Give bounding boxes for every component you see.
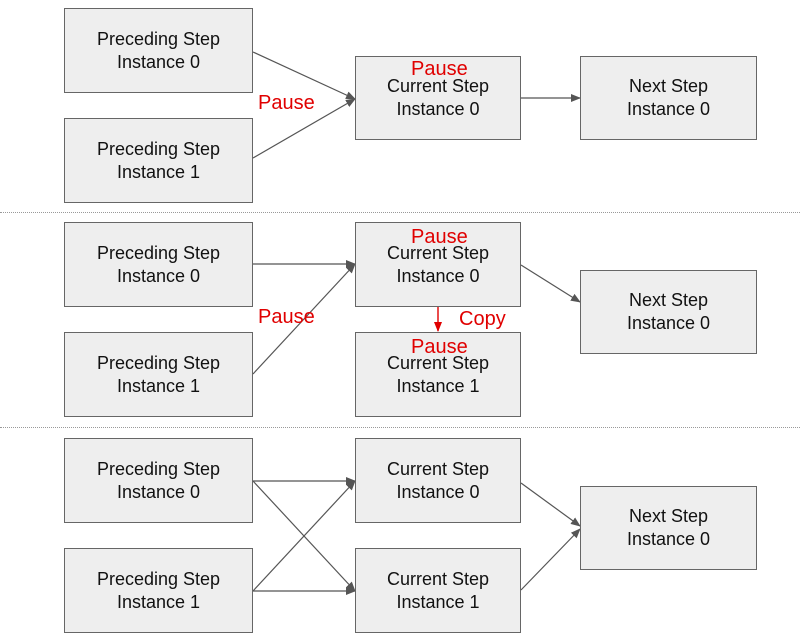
arrow-p3-cur1-to-next xyxy=(520,528,581,591)
pause-label-panel2-preceding: Pause xyxy=(258,306,315,328)
pause-label-panel2-current-1: Pause xyxy=(411,336,468,358)
arrow-p1-pre1-to-cur0 xyxy=(252,98,356,159)
panel3-preceding-step-1: Preceding Step Instance 1 xyxy=(64,548,253,633)
panel2-current-step-0: Current Step Instance 0 xyxy=(355,222,521,307)
pause-label-panel1-preceding: Pause xyxy=(258,92,315,114)
box-instance: Instance 1 xyxy=(116,375,201,396)
box-instance: Instance 0 xyxy=(396,99,480,119)
box-instance: Instance 1 xyxy=(116,591,201,612)
box-instance: Instance 0 xyxy=(116,51,201,72)
box-instance: Instance 0 xyxy=(626,99,711,119)
panel-divider-2 xyxy=(0,427,800,428)
panel2-next-step: Next Step Instance 0 xyxy=(580,270,757,354)
box-title: Current Step xyxy=(386,242,490,263)
box-instance: Instance 0 xyxy=(116,265,201,286)
box-title: Next Step xyxy=(628,290,709,310)
box-title: Preceding Step xyxy=(96,242,221,263)
box-instance: Instance 0 xyxy=(116,481,201,502)
panel2-preceding-step-1: Preceding Step Instance 1 xyxy=(64,332,253,417)
box-instance: Instance 0 xyxy=(396,265,480,286)
box-title: Preceding Step xyxy=(96,352,221,373)
copy-label: Copy xyxy=(459,308,506,330)
box-title: Preceding Step xyxy=(96,458,221,479)
panel2-current-step-1: Current Step Instance 1 xyxy=(355,332,521,417)
box-instance: Instance 0 xyxy=(626,529,711,549)
panel2-preceding-step-0: Preceding Step Instance 0 xyxy=(64,222,253,307)
panel1-next-step: Next Step Instance 0 xyxy=(580,56,757,140)
arrow-p3-cur0-to-next xyxy=(520,482,581,527)
box-instance: Instance 1 xyxy=(396,591,480,612)
box-instance: Instance 1 xyxy=(396,375,480,396)
panel3-next-step: Next Step Instance 0 xyxy=(580,486,757,570)
pause-label-panel2-current-0: Pause xyxy=(411,226,468,248)
panel3-preceding-step-0: Preceding Step Instance 0 xyxy=(64,438,253,523)
pause-label-panel1-current: Pause xyxy=(411,58,468,80)
box-instance: Instance 1 xyxy=(116,161,201,182)
box-instance: Instance 0 xyxy=(626,313,711,333)
panel1-preceding-step-1: Preceding Step Instance 1 xyxy=(64,118,253,203)
box-title: Preceding Step xyxy=(96,138,221,159)
arrow-p2-pre1-to-cur0 xyxy=(252,263,356,375)
arrow-p3-pre1-to-cur0 xyxy=(252,480,356,592)
panel3-current-step-1: Current Step Instance 1 xyxy=(355,548,521,633)
box-title: Next Step xyxy=(628,506,709,526)
panel1-preceding-step-0: Preceding Step Instance 0 xyxy=(64,8,253,93)
box-instance: Instance 0 xyxy=(396,481,480,502)
box-title: Preceding Step xyxy=(96,28,221,49)
panel-divider-1 xyxy=(0,212,800,213)
box-title: Current Step xyxy=(386,568,490,589)
panel3-current-step-0: Current Step Instance 0 xyxy=(355,438,521,523)
box-title: Preceding Step xyxy=(96,568,221,589)
arrow-p1-pre0-to-cur0 xyxy=(252,51,356,100)
panel1-current-step-0: Current Step Instance 0 xyxy=(355,56,521,140)
box-title: Current Step xyxy=(386,352,490,373)
box-title: Current Step xyxy=(386,76,490,96)
box-title: Current Step xyxy=(386,458,490,479)
arrow-p2-cur0-to-next xyxy=(520,264,581,303)
box-title: Next Step xyxy=(628,76,709,96)
